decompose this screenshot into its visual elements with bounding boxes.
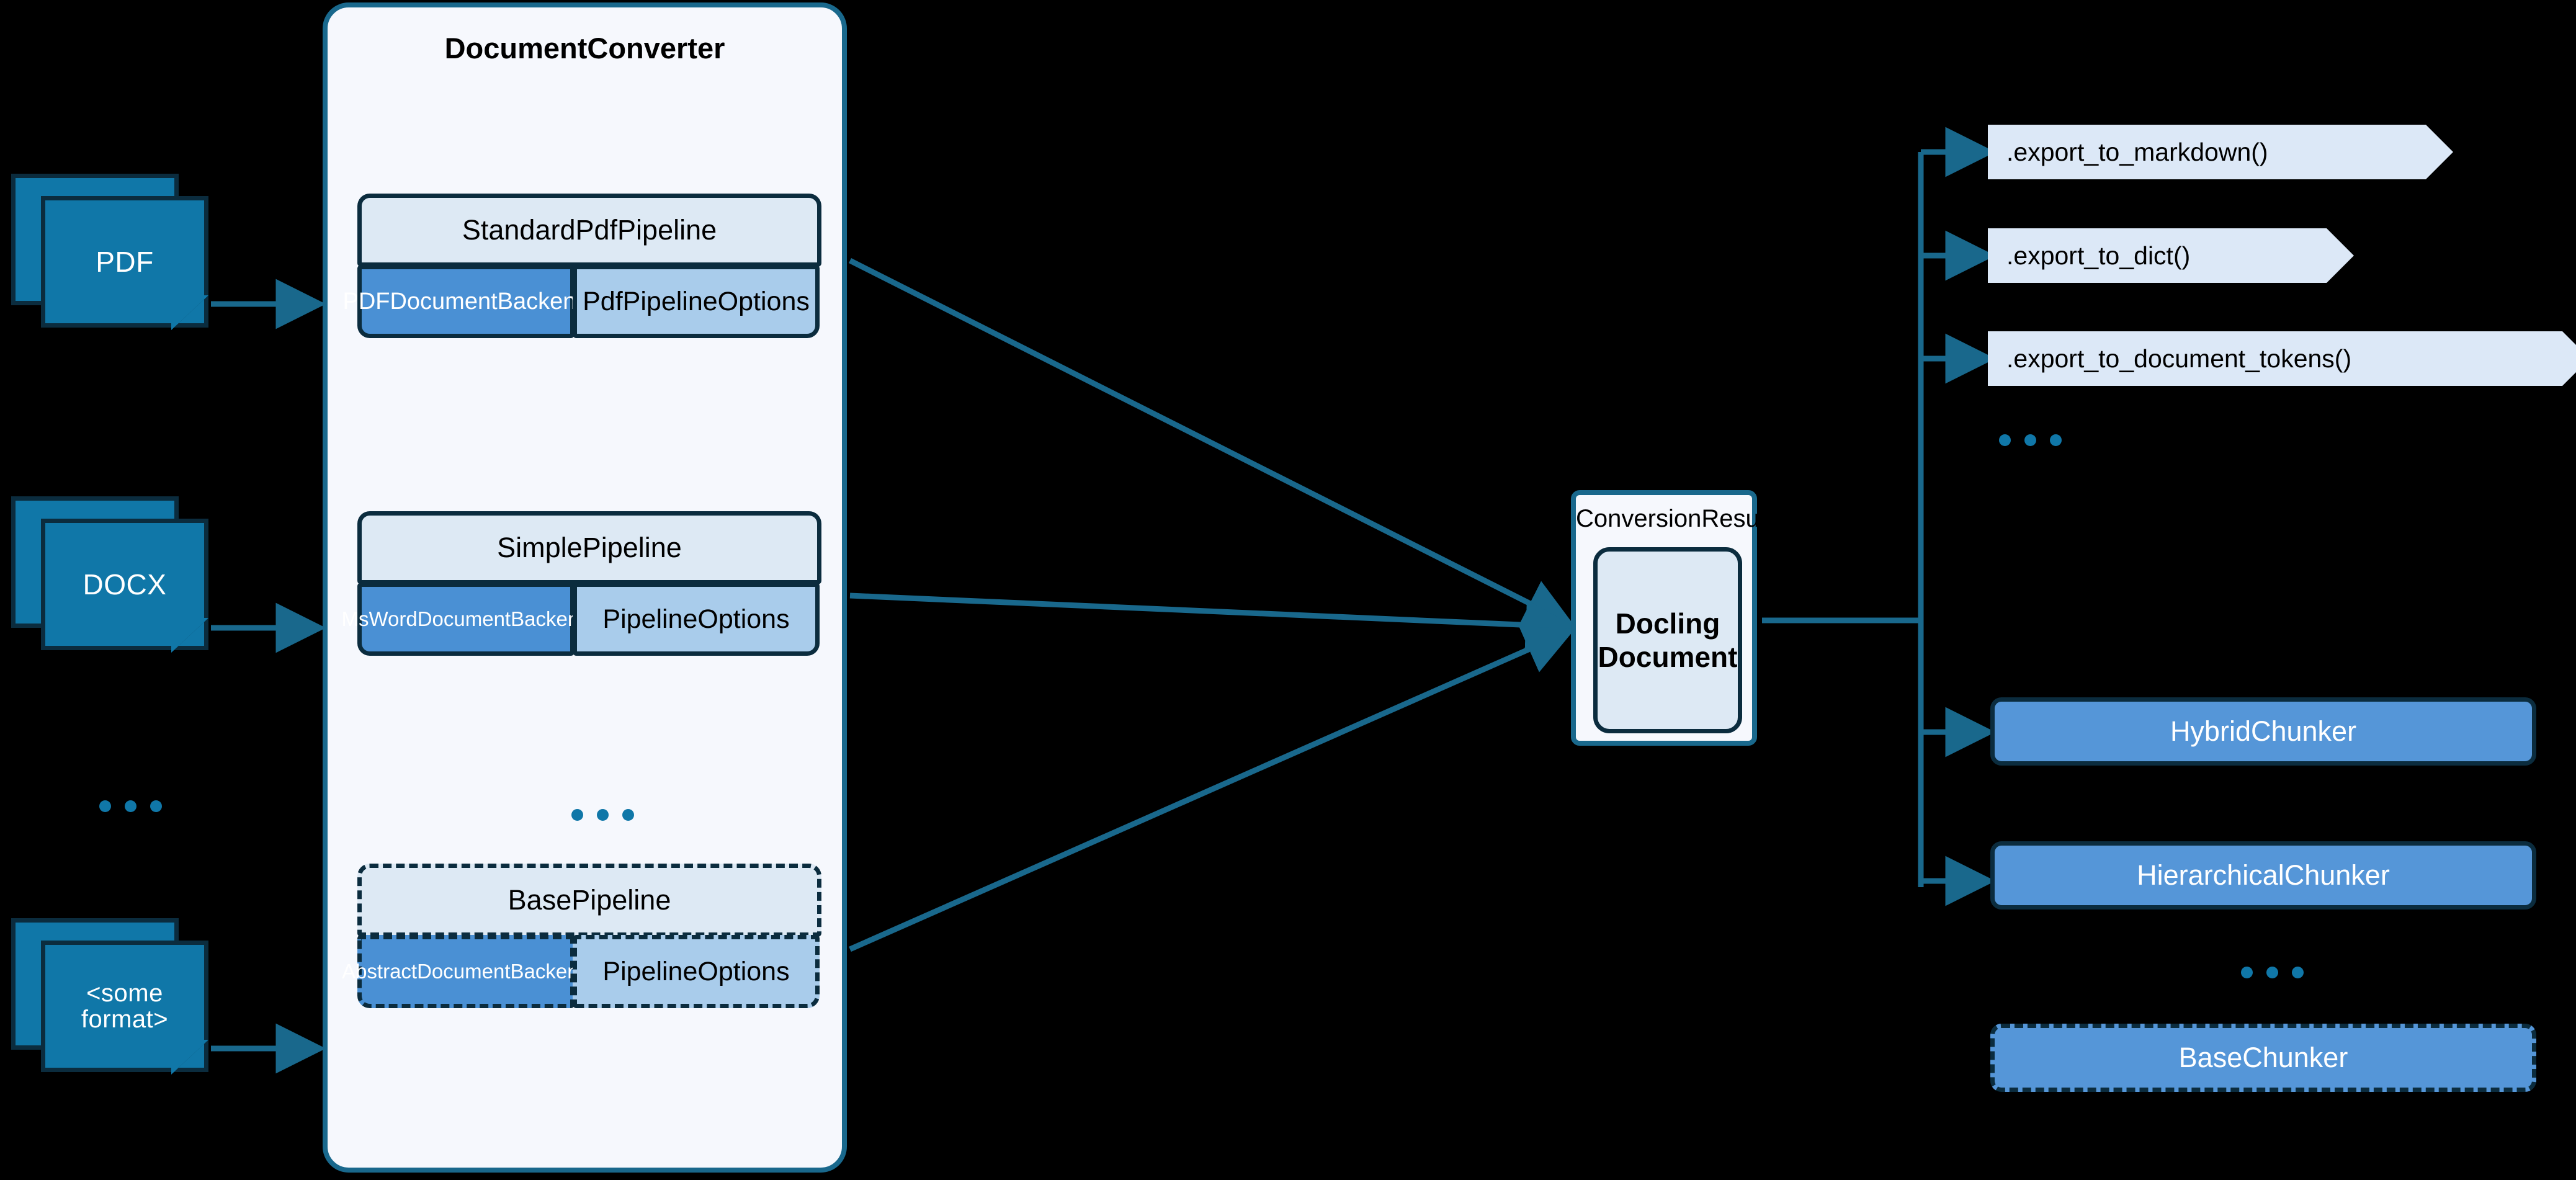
options-box-pipelineoptions-simple[interactable]: PipelineOptions [573, 583, 820, 656]
pipeline-name-base: BasePipeline [357, 864, 821, 937]
converter-ellipsis [571, 809, 634, 821]
wire-standardpdf-to-result [848, 257, 1575, 627]
chunker-box-hybrid[interactable]: HybridChunker [1990, 697, 2536, 766]
export-label-dict[interactable]: .export_to_dict() [1988, 228, 2354, 283]
ellipsis-dot [2024, 434, 2036, 446]
wire-simple-to-result [849, 592, 1576, 650]
pdf-doc-fold [171, 295, 208, 330]
backend-box-msworddocumentbackend[interactable]: MsWordDocumentBackend [341, 583, 591, 656]
format-doc-label: <some format> [81, 979, 169, 1033]
pipeline-group-simple[interactable]: SimplePipeline MsWordDocumentBackend Pip… [341, 511, 821, 656]
pipeline-row-base: AbstractDocumentBackend PipelineOptions [342, 935, 821, 1008]
export-label-markdown[interactable]: .export_to_markdown() [1988, 125, 2453, 179]
conversion-result-card: ConversionResult Docling Document [1571, 490, 1772, 746]
chunkers-ellipsis [2241, 967, 2304, 978]
pipeline-group-standardpdf[interactable]: StandardPdfPipeline PDFDocumentBackend P… [342, 194, 821, 338]
options-box-pdfpipelineoptions[interactable]: PdfPipelineOptions [573, 265, 820, 338]
ellipsis-dot [1999, 434, 2011, 446]
pipeline-name-simple: SimplePipeline [357, 511, 821, 584]
conversion-result-title: ConversionResult [1576, 505, 1772, 532]
exports-ellipsis [1999, 434, 2062, 446]
pipeline-group-base[interactable]: BasePipeline AbstractDocumentBackend Pip… [342, 864, 821, 1008]
pipeline-row-simple: MsWordDocumentBackend PipelineOptions [341, 583, 821, 656]
docx-doc-fold [171, 618, 208, 653]
export-label-document-tokens[interactable]: .export_to_document_tokens() [1988, 331, 2576, 386]
pipeline-row-standardpdf: PDFDocumentBackend PdfPipelineOptions [342, 265, 821, 338]
ellipsis-dot [597, 809, 609, 821]
ellipsis-dot [571, 809, 583, 821]
backend-box-pdfdocumentbackend[interactable]: PDFDocumentBackend [342, 265, 589, 338]
ellipsis-dot [125, 800, 136, 812]
format-doc-fold [171, 1040, 208, 1075]
ellipsis-dot [150, 800, 162, 812]
wire-base-to-result [849, 626, 1575, 952]
pipeline-name-standardpdf: StandardPdfPipeline [357, 194, 821, 267]
chunker-box-hierarchical[interactable]: HierarchicalChunker [1990, 841, 2536, 910]
inputs-ellipsis [99, 800, 162, 812]
ellipsis-dot [2292, 967, 2304, 978]
ellipsis-dot [2241, 967, 2253, 978]
docx-doc-label: DOCX [83, 568, 167, 601]
ellipsis-dot [2050, 434, 2062, 446]
ellipsis-dot [2266, 967, 2278, 978]
chunker-box-base[interactable]: BaseChunker [1990, 1024, 2536, 1092]
document-converter-title: DocumentConverter [444, 32, 725, 65]
options-box-pipelineoptions-base[interactable]: PipelineOptions [573, 935, 820, 1008]
document-converter-panel: DocumentConverter StandardPdfPipeline PD… [323, 2, 847, 1173]
pdf-doc-label: PDF [96, 245, 154, 278]
backend-box-abstractdocumentbackend[interactable]: AbstractDocumentBackend [342, 935, 590, 1008]
docling-document-box[interactable]: Docling Document [1593, 547, 1742, 733]
ellipsis-dot [622, 809, 634, 821]
ellipsis-dot [99, 800, 111, 812]
